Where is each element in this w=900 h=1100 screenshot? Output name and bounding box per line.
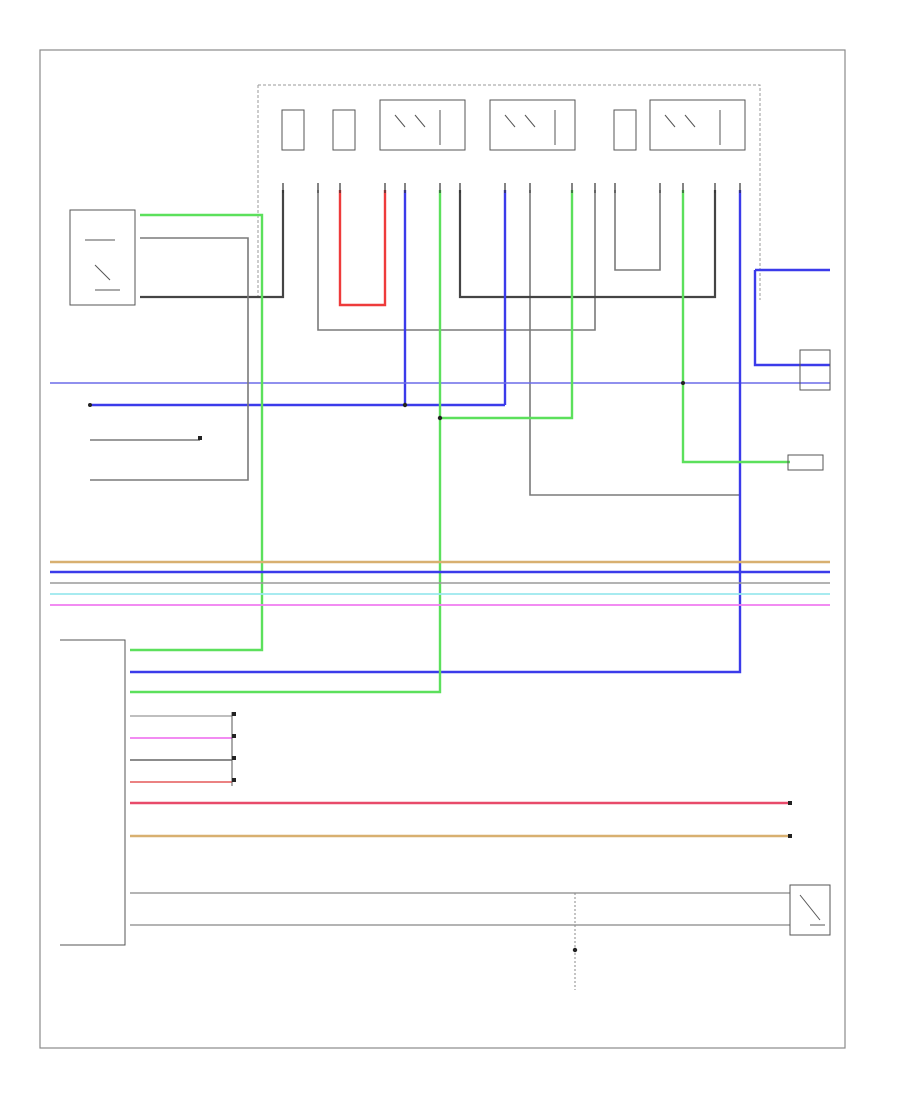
green-wire-1 xyxy=(130,213,264,652)
gray-loop-3 xyxy=(529,190,741,496)
blue-wire-4 xyxy=(753,268,830,367)
diagram-frame xyxy=(39,49,846,1049)
red-wire xyxy=(338,190,387,307)
dark-wire-2 xyxy=(458,190,717,299)
gray-loop-2 xyxy=(614,190,661,271)
green-wire-2 xyxy=(130,190,442,694)
relay-1 xyxy=(379,99,466,151)
connector-right-2 xyxy=(787,454,824,471)
blue-wire-6 xyxy=(130,190,742,674)
relay-2 xyxy=(489,99,576,151)
gray-wire-left xyxy=(90,237,249,481)
splice-dots xyxy=(88,381,685,421)
connector-markers xyxy=(198,436,792,838)
green-wire-3 xyxy=(440,190,574,420)
ground-splice xyxy=(572,947,578,953)
switch-component xyxy=(789,884,831,936)
fuse-box-b xyxy=(332,109,356,151)
green-wire-4 xyxy=(681,190,790,464)
gray-loop-1 xyxy=(317,190,596,331)
connector-right-1 xyxy=(799,349,831,391)
left-relay xyxy=(69,209,136,306)
relay-3 xyxy=(649,99,746,151)
fuse-box-a xyxy=(281,109,305,151)
fuse-box-outline xyxy=(257,84,761,300)
relay-pins xyxy=(282,183,741,193)
fuse-box-c xyxy=(613,109,637,151)
ecm-box xyxy=(60,639,126,946)
dark-wire xyxy=(140,190,285,299)
